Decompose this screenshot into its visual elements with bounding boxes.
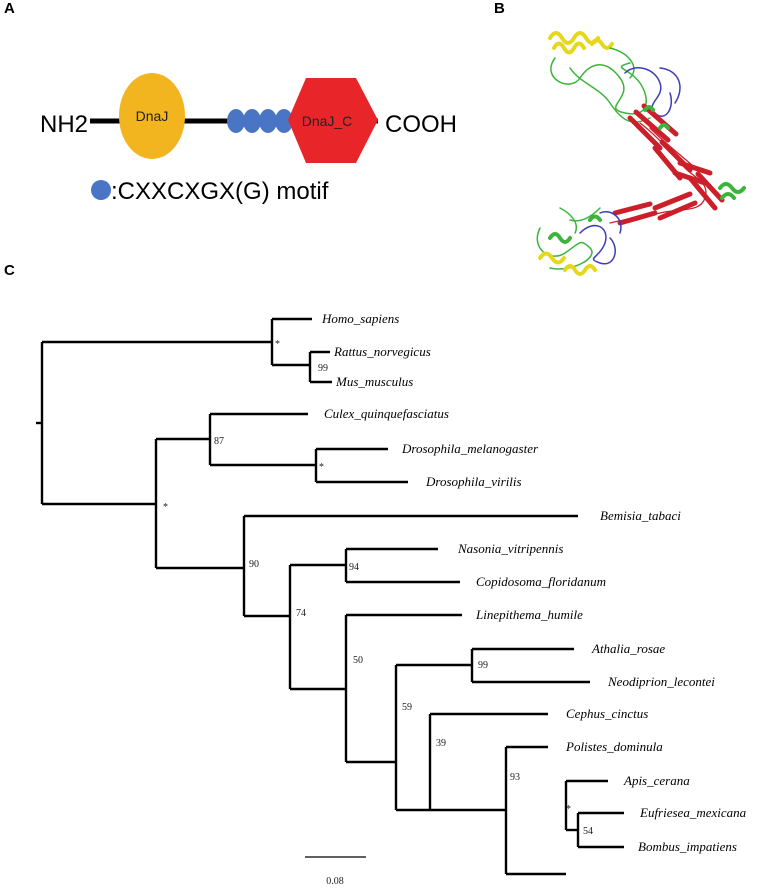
support-bemisia-rest: 90 bbox=[249, 559, 259, 570]
taxon-bemisia-tabaci: Bemisia_tabaci bbox=[600, 508, 681, 523]
support-culex-drosophila: 87 bbox=[214, 436, 224, 447]
panel-label-c: C bbox=[4, 262, 15, 279]
panel-label-b: B bbox=[494, 0, 505, 17]
taxon-rattus-norvegicus: Rattus_norvegicus bbox=[333, 344, 431, 359]
support-linepithema-rest: 50 bbox=[353, 655, 363, 666]
motif-dot bbox=[243, 109, 261, 133]
motif-dot bbox=[259, 109, 277, 133]
support-rattus-mus: 99 bbox=[318, 363, 328, 374]
sheet-center bbox=[612, 103, 725, 226]
support-drosophila: * bbox=[319, 462, 324, 473]
taxon-homo-sapiens: Homo_sapiens bbox=[321, 311, 399, 326]
legend-motif-dot bbox=[91, 180, 111, 200]
helix-top bbox=[548, 31, 614, 55]
taxon-apis-cerana: Apis_cerana bbox=[623, 773, 690, 788]
support-mammals: * bbox=[275, 339, 280, 350]
scale-bar-label: 0.08 bbox=[326, 876, 344, 887]
taxon-culex-quinquefasciatus: Culex_quinquefasciatus bbox=[324, 406, 449, 421]
panel-label-a: A bbox=[4, 0, 15, 17]
taxon-drosophila-virilis: Drosophila_virilis bbox=[425, 474, 522, 489]
helix-bottom bbox=[548, 214, 602, 244]
support-cephus-rest: 39 bbox=[436, 738, 446, 749]
taxon-polistes-dominula: Polistes_dominula bbox=[565, 739, 663, 754]
support-chalcid: 94 bbox=[349, 562, 359, 573]
n-terminus-label: NH2 bbox=[40, 111, 88, 138]
taxon-copidosoma-floridanum: Copidosoma_floridanum bbox=[476, 574, 606, 589]
taxon-drosophila-melanogaster: Drosophila_melanogaster bbox=[401, 441, 539, 456]
taxon-linepithema-humile: Linepithema_humile bbox=[475, 607, 583, 622]
support-hymenoptera: 74 bbox=[296, 608, 306, 619]
tree-branches bbox=[36, 317, 624, 876]
taxon-neodiprion-lecontei: Neodiprion_lecontei bbox=[607, 674, 715, 689]
support-sawflies: 99 bbox=[478, 660, 488, 671]
support-sawflies-rest: 59 bbox=[402, 702, 412, 713]
sheet-center-thin bbox=[609, 122, 707, 224]
support-bees: * bbox=[566, 804, 571, 815]
dnaj-c-domain-label: DnaJ_C bbox=[302, 113, 353, 129]
taxon-cephus-cinctus: Cephus_cinctus bbox=[566, 706, 648, 721]
loop-bottom bbox=[579, 211, 622, 265]
motif-dot bbox=[227, 109, 245, 133]
motif-legend-text: :CXXCXGX(G) motif bbox=[111, 178, 329, 205]
taxon-mus-musculus: Mus_musculus bbox=[335, 374, 413, 389]
c-terminus-label: COOH bbox=[385, 111, 457, 138]
helix-yellow-bottom bbox=[538, 251, 597, 276]
dnaj-domain-label: DnaJ bbox=[136, 108, 169, 124]
dnaj-c-domain-shape bbox=[288, 78, 378, 163]
taxon-athalia-rosae: Athalia_rosae bbox=[591, 641, 665, 656]
support-polistes-bees: 93 bbox=[510, 772, 520, 783]
domain-architecture-diagram: NH2 DnaJ DnaJ_C COOH :CXXCXGX(G) motif bbox=[40, 73, 457, 205]
loop-top bbox=[624, 67, 681, 117]
motif-dot bbox=[275, 109, 293, 133]
taxon-nasonia-vitripennis: Nasonia_vitripennis bbox=[457, 541, 563, 556]
coil-bottom bbox=[536, 207, 601, 270]
support-eufriesea-bombus: 54 bbox=[583, 826, 593, 837]
taxon-bombus-impatiens: Bombus_impatiens bbox=[638, 839, 737, 854]
dnaj-domain-shape bbox=[119, 73, 185, 159]
taxon-eufriesea-mexicana: Eufriesea_mexicana bbox=[639, 805, 747, 820]
helix-right bbox=[643, 105, 746, 200]
protein-3d-structure-image bbox=[536, 31, 746, 276]
support-insects: * bbox=[163, 502, 168, 513]
phylogenetic-tree: Homo_sapiens Rattus_norvegicus Mus_muscu… bbox=[36, 311, 747, 887]
